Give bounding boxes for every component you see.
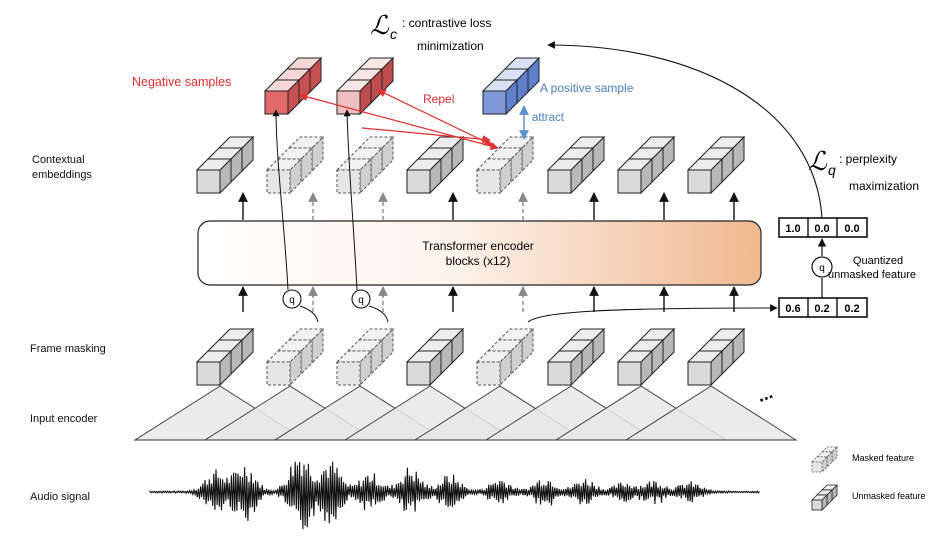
quantized-label-2: unmasked feature <box>828 269 916 281</box>
unmasked-frame <box>195 327 255 387</box>
label-contextual-2: embeddings <box>32 169 92 181</box>
context-embedding <box>616 135 676 195</box>
quantized-to-positive-curve <box>547 41 823 219</box>
vector-bottom-0: 0.6 <box>785 303 800 315</box>
repel-arrow-1 <box>299 92 499 151</box>
quantizer-symbol-right: q <box>819 263 825 274</box>
context-embedding <box>405 135 465 195</box>
repel-label: Repel <box>423 92 454 106</box>
loss-q-sub: q <box>828 162 836 178</box>
legend-unmasked-icon <box>811 484 838 511</box>
attract-label: attract <box>532 112 565 124</box>
quantizer-symbol-1: q <box>289 295 295 306</box>
vector-top-2: 0.0 <box>844 223 859 235</box>
loss-c-symbol: ℒ <box>370 10 390 40</box>
negative-link-1b <box>272 109 289 291</box>
negative-samples-label: Negative samples <box>132 75 231 89</box>
loss-c-text-2: minimization <box>417 39 484 53</box>
transformer-label-1: Transformer encoder <box>422 239 534 253</box>
masked-frame <box>265 327 325 387</box>
quantizer-symbol-2: q <box>358 295 364 306</box>
context-embedding-masked <box>265 135 325 195</box>
negative-sample-2 <box>335 56 395 116</box>
masked-to-vector-line <box>527 304 778 323</box>
transformer-label-2: blocks (x12) <box>446 254 511 268</box>
context-embedding-masked <box>335 135 395 195</box>
legend-masked-icon <box>811 446 838 473</box>
vector-bottom-2: 0.2 <box>844 303 859 315</box>
sample-cubes <box>263 56 541 116</box>
unmasked-frame <box>546 327 606 387</box>
masked-frame <box>335 327 395 387</box>
negative-sample-1 <box>263 56 323 116</box>
context-embedding <box>546 135 606 195</box>
repel-arrow-2 <box>377 89 493 146</box>
context-embedding <box>195 135 255 195</box>
context-embedding <box>686 135 746 195</box>
quantized-label-1: Quantized <box>853 255 903 267</box>
negative-link-2 <box>368 305 389 323</box>
negative-link-2b <box>343 109 358 291</box>
ellipsis: ... <box>754 382 775 406</box>
label-input-encoder: Input encoder <box>30 413 98 425</box>
loss-q-text-1: : perplexity <box>839 152 897 166</box>
loss-c-text-1: : contrastive loss <box>402 16 491 30</box>
waveform-path <box>149 461 760 530</box>
audio-waveform <box>149 461 760 530</box>
label-frame-masking: Frame masking <box>30 343 106 355</box>
input-encoder-triangles <box>133 385 798 441</box>
unmasked-frame <box>405 327 465 387</box>
transformer-encoder-block <box>197 220 762 286</box>
negative-link-1 <box>299 305 319 323</box>
quantizer-circle-right <box>811 256 833 278</box>
label-contextual-1: Contextual <box>32 154 85 166</box>
context-embedding-masked <box>475 135 535 195</box>
legend <box>811 446 838 511</box>
positive-sample-label: A positive sample <box>540 81 634 95</box>
feature-cubes <box>195 135 746 387</box>
vector-bottom-1: 0.2 <box>814 303 829 315</box>
loss-c-sub: c <box>390 26 397 42</box>
quantizer-circle-1 <box>282 289 302 309</box>
vector-top-1: 0.0 <box>814 223 829 235</box>
repel-arrow-3 <box>361 127 491 144</box>
vector-top-0: 1.0 <box>785 223 800 235</box>
legend-masked-label: Masked feature <box>852 453 914 463</box>
quantized-vector-top: 1.0 0.0 0.0 <box>778 217 868 238</box>
quantizer-circle-2 <box>351 289 371 309</box>
loss-q-symbol: ℒ <box>808 146 828 176</box>
quantized-vector-bottom: 0.6 0.2 0.2 <box>778 297 868 318</box>
legend-unmasked-label: Unmasked feature <box>852 491 926 501</box>
unmasked-frame <box>686 327 746 387</box>
loss-q-text-2: maximization <box>849 179 919 193</box>
label-audio-signal: Audio signal <box>30 491 90 503</box>
masked-frame <box>475 327 535 387</box>
unmasked-frame <box>616 327 676 387</box>
positive-sample <box>481 56 541 116</box>
